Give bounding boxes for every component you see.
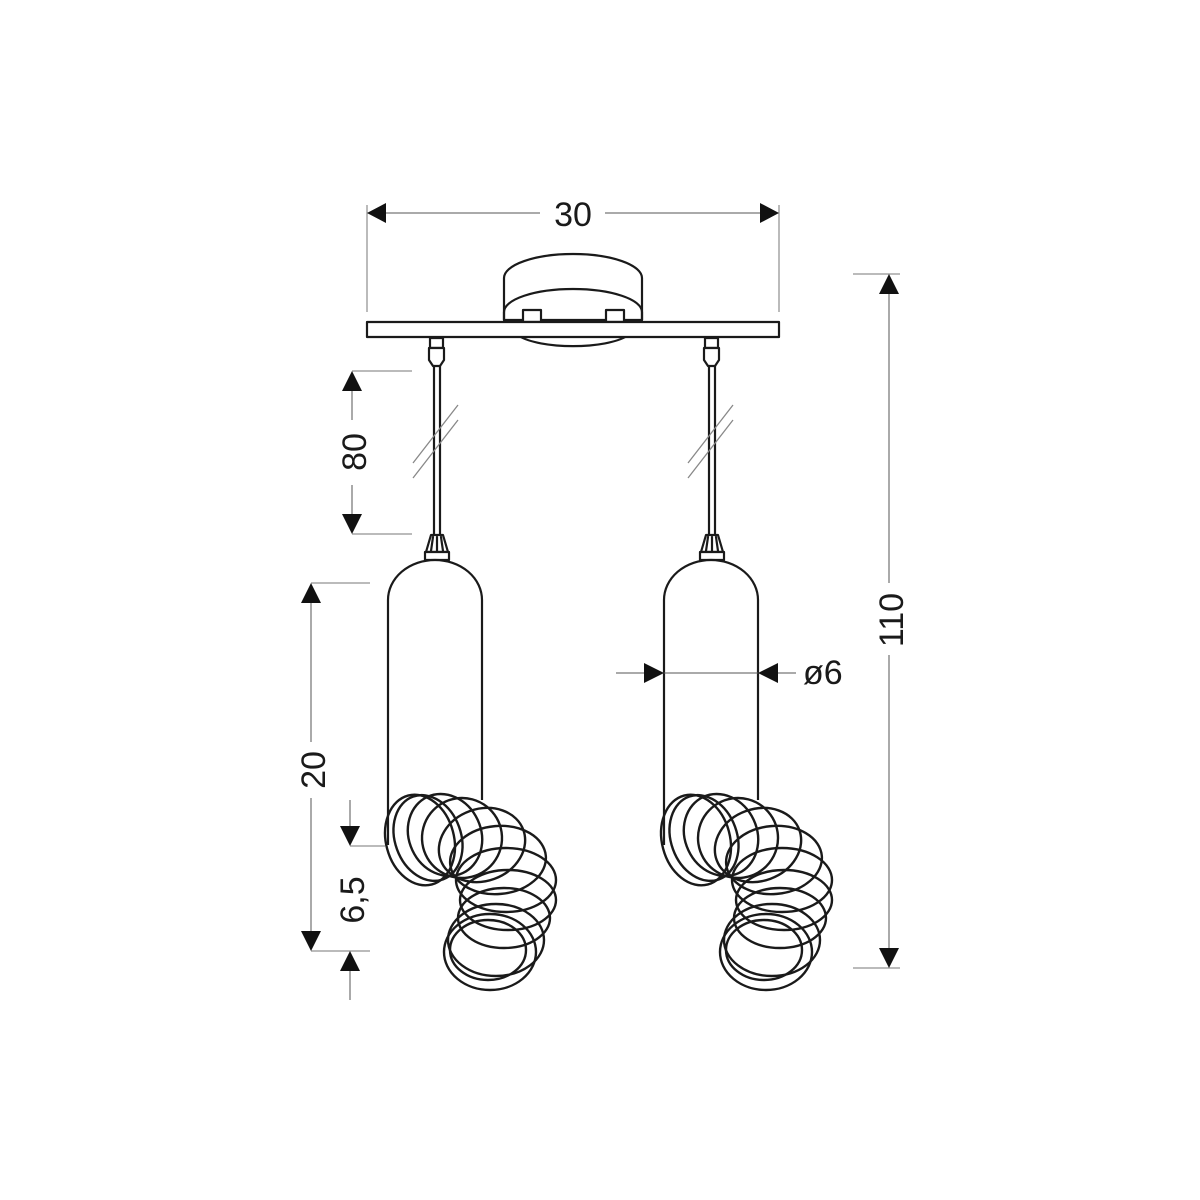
total-height-dimension: 110 xyxy=(853,273,911,969)
cable-length-dimension: 80 xyxy=(336,370,412,535)
diameter-label: ø6 xyxy=(803,654,843,692)
arrow-down-icon xyxy=(301,931,321,951)
arrow-up-icon xyxy=(879,274,899,294)
width-dimension: 30 xyxy=(366,196,780,312)
cable-length-label: 80 xyxy=(336,433,374,471)
spiral-coil-right xyxy=(659,792,834,992)
cable-right xyxy=(687,336,734,562)
arrow-up-icon xyxy=(340,951,360,971)
shade-height-label: 20 xyxy=(295,751,333,789)
spiral-coil-left xyxy=(383,792,558,992)
mounting-bar xyxy=(365,320,781,339)
total-height-label: 110 xyxy=(873,593,911,647)
arrow-down-icon xyxy=(879,948,899,968)
spiral-height-label: 6,5 xyxy=(334,876,372,923)
arrow-down-icon xyxy=(342,514,362,534)
shade-left xyxy=(386,558,484,845)
arrow-up-icon xyxy=(342,371,362,391)
arrow-right-icon xyxy=(760,203,779,223)
arrow-down-icon xyxy=(340,826,360,846)
arrow-left-icon xyxy=(367,203,386,223)
arrow-up-icon xyxy=(301,583,321,603)
shade-height-dimension: 20 xyxy=(295,582,370,952)
diameter-dimension: ø6 xyxy=(616,654,843,692)
cable-left xyxy=(412,336,459,562)
width-label: 30 xyxy=(554,196,592,234)
ceiling-canopy xyxy=(502,252,644,348)
arrow-left-icon xyxy=(758,663,778,683)
spiral-height-dimension: 6,5 xyxy=(330,800,385,1000)
shade-right xyxy=(662,558,760,845)
arrow-right-icon xyxy=(644,663,664,683)
